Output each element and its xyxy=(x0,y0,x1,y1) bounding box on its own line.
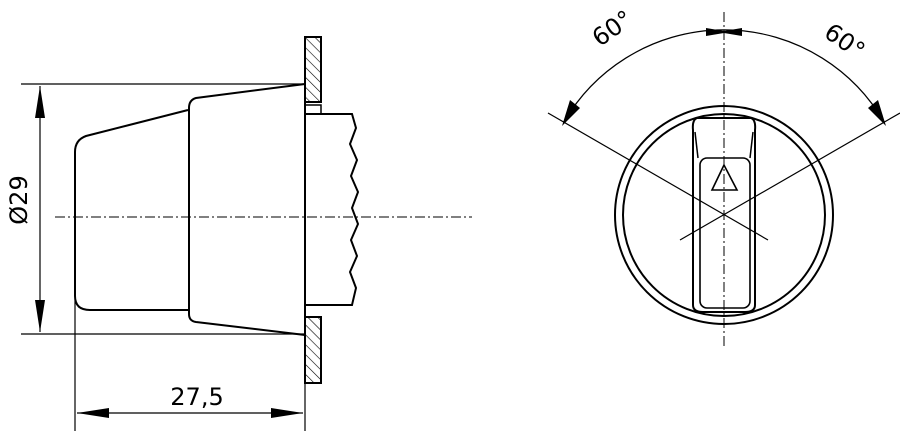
knob-cap xyxy=(74,109,189,311)
handle-outer xyxy=(691,117,757,313)
arrow-right-icon xyxy=(271,408,303,418)
limit-line-right xyxy=(679,112,900,241)
arrow-left-icon xyxy=(77,408,109,418)
angle-right-label: 60° xyxy=(819,18,870,65)
handle-inner xyxy=(699,157,751,309)
angle-left-label: 60° xyxy=(587,5,638,52)
front-view xyxy=(547,12,900,346)
knob-outer-ring xyxy=(614,105,834,325)
knob-inner-ring xyxy=(622,113,826,317)
panel-upper xyxy=(304,36,322,103)
angle-arc xyxy=(563,29,885,123)
angle-arrow-left-icon xyxy=(562,100,580,126)
washer xyxy=(304,104,322,115)
handle-edge-left xyxy=(694,131,699,159)
arrow-down-icon xyxy=(35,300,45,332)
limit-line-left xyxy=(547,112,769,241)
warning-triangle-icon xyxy=(710,163,739,191)
length-label: 27,5 xyxy=(170,383,223,411)
diameter-label: Ø29 xyxy=(5,175,33,224)
angle-arrow-right-icon xyxy=(868,100,886,126)
panel-lower xyxy=(304,316,322,384)
handle-edge-right xyxy=(749,131,754,159)
knob-body xyxy=(188,83,306,336)
shaft-break xyxy=(305,113,360,306)
side-view xyxy=(21,36,472,431)
angle-arrow-center-icon xyxy=(706,28,742,36)
arrow-up-icon xyxy=(35,86,45,118)
